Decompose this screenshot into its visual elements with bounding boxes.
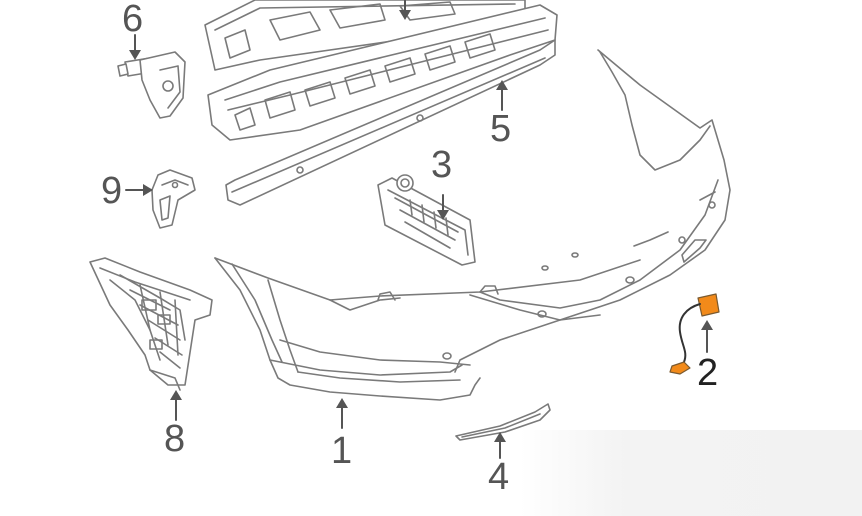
callout-3: 3 (431, 144, 453, 186)
arrow-9 (125, 184, 153, 196)
bumper-carrier-part (207, 4, 558, 206)
callout-2: 2 (697, 352, 719, 394)
arrow-4 (494, 432, 506, 459)
callout-1: 1 (331, 430, 353, 472)
callout-6: 6 (122, 0, 144, 40)
callout-8: 8 (164, 418, 186, 460)
tow-hook-cover-part (669, 293, 720, 375)
arrow-6 (129, 34, 141, 60)
arrow-5 (496, 80, 508, 111)
mounting-bolt-part (117, 51, 186, 119)
trim-strip-part (455, 403, 551, 441)
arrow-top (399, 0, 411, 20)
side-reflector-part (377, 174, 476, 266)
arrow-3 (437, 194, 449, 220)
callout-5: 5 (490, 108, 512, 150)
arrow-1 (336, 398, 348, 429)
side-bracket-part (89, 257, 213, 391)
arrow-2 (701, 320, 713, 353)
bumper-cover-part (214, 49, 731, 401)
callout-arrows (125, 0, 713, 459)
arrow-8 (170, 390, 182, 421)
callout-4: 4 (488, 456, 510, 498)
callout-9: 9 (101, 170, 123, 212)
small-bracket-part (151, 169, 196, 229)
corner-shade (520, 430, 862, 516)
